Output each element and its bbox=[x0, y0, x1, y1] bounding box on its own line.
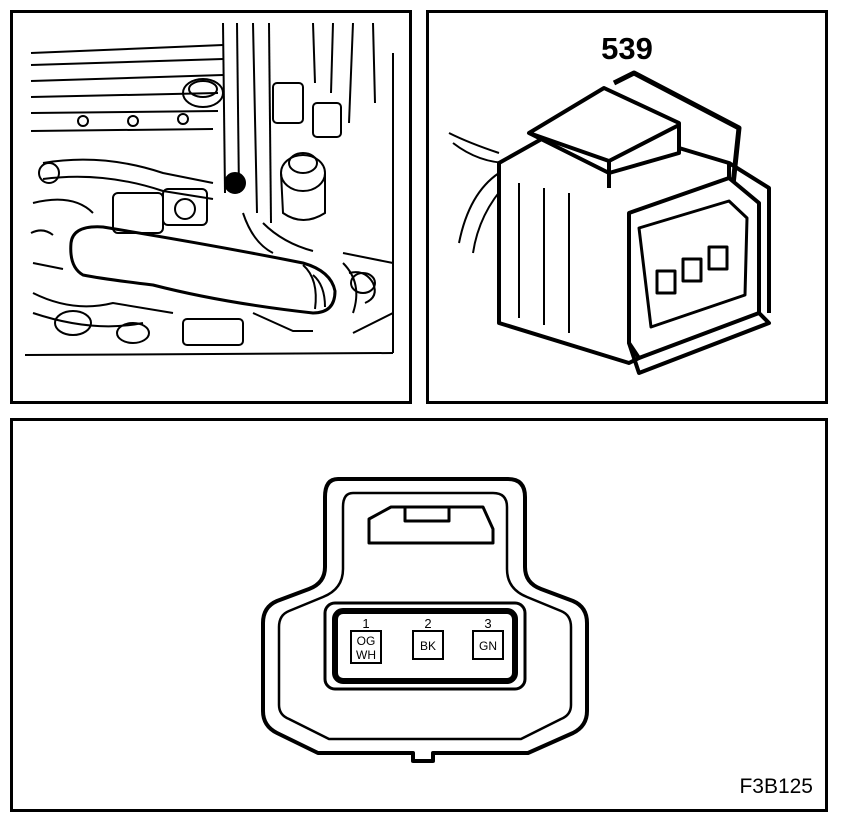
pin-3-color: GN bbox=[479, 639, 497, 653]
connector-number: 539 bbox=[601, 31, 653, 66]
engine-bay-illustration-icon bbox=[24, 22, 394, 356]
pin-1-color-1: OG bbox=[357, 634, 376, 648]
pin-1-cavity bbox=[350, 630, 382, 664]
pin-1-color-2: WH bbox=[356, 648, 376, 662]
connector-3d-panel: 539 bbox=[426, 10, 828, 404]
pin-3-number: 3 bbox=[484, 616, 491, 631]
pin-2-number: 2 bbox=[424, 616, 431, 631]
connector-face-pinout-icon: 1 2 3 OG WH BK GN bbox=[261, 477, 589, 763]
connector-pinout-panel: 1 2 3 OG WH BK GN F3B125 bbox=[10, 418, 828, 812]
figure-code: F3B125 bbox=[739, 775, 813, 798]
pin-2-cavity bbox=[412, 630, 444, 660]
connector-3d-illustration-icon bbox=[448, 70, 771, 375]
engine-bay-panel bbox=[10, 10, 412, 404]
pin-2-color: BK bbox=[420, 639, 436, 653]
pin-1-number: 1 bbox=[362, 616, 369, 631]
pin-3-cavity bbox=[472, 630, 504, 660]
